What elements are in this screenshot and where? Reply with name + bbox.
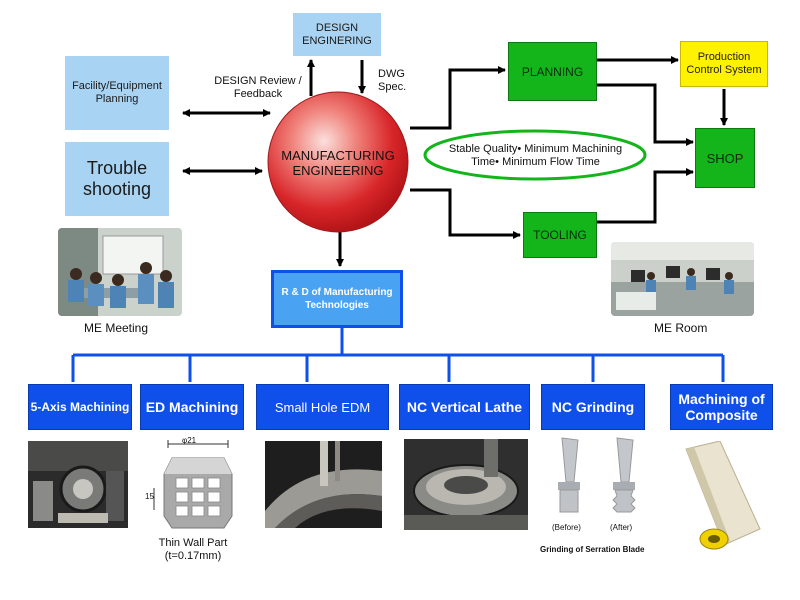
tech-composite-box: Machining of Composite	[670, 384, 773, 430]
tech-nc-grinding-box: NC Grinding	[541, 384, 645, 430]
thin-wall-caption: Thin Wall Part (t=0.17mm)	[158, 537, 228, 562]
design-engineering-box: DESIGN ENGINERING	[293, 13, 381, 56]
tech-5axis-box: 5-Axis Machining	[28, 384, 132, 430]
tooling-box: TOOLING	[523, 212, 597, 258]
nc-vertical-lathe-photo	[404, 439, 528, 530]
dim-top-label: φ21	[182, 436, 197, 445]
serration-caption: Grinding of Serration Blade	[540, 545, 645, 554]
composite-photo	[680, 441, 766, 551]
small-hole-edm-photo	[265, 441, 382, 528]
me-meeting-photo	[58, 228, 182, 316]
blade-before-image	[548, 436, 588, 518]
manufacturing-engineering-label: MANUFACTURING ENGINEERING	[281, 148, 395, 178]
dwg-spec-label: DWG Spec.	[378, 68, 407, 93]
trouble-shooting-box: Trouble shooting	[65, 142, 169, 216]
facility-planning-box: Facility/Equipment Planning	[65, 56, 169, 130]
stable-quality-oval	[423, 129, 647, 181]
planning-box: PLANNING	[508, 42, 597, 101]
design-review-label: DESIGN Review / Feedback	[214, 75, 302, 100]
thin-wall-part-image	[140, 436, 244, 536]
stable-quality-label: Stable Quality• Minimum Machining Time• …	[448, 143, 623, 168]
me-room-photo	[611, 242, 754, 316]
shop-box: SHOP	[695, 128, 755, 188]
arrow-tooling-to-shop	[597, 168, 694, 224]
tech-small-hole-edm-box: Small Hole EDM	[256, 384, 389, 430]
tech-ed-machining-box: ED Machining	[140, 384, 244, 430]
arrow-me-to-planning	[410, 66, 506, 130]
me-room-caption: ME Room	[654, 321, 708, 335]
manufacturing-engineering-circle	[267, 91, 409, 233]
after-caption: (After)	[610, 523, 633, 532]
me-meeting-caption: ME Meeting	[84, 321, 149, 335]
production-control-box: Production Control System	[680, 41, 768, 87]
tech-nc-vertical-lathe-box: NC Vertical Lathe	[399, 384, 530, 430]
tech-tree	[71, 328, 725, 382]
dim-side-label: 15	[145, 492, 154, 501]
five-axis-photo	[28, 441, 128, 528]
arrow-planning-to-shop	[597, 83, 694, 146]
rd-box: R & D of Manufacturing Technologies	[271, 270, 403, 328]
before-caption: (Before)	[552, 523, 581, 532]
blade-after-image	[603, 436, 643, 518]
arrow-me-to-tooling	[410, 188, 521, 239]
